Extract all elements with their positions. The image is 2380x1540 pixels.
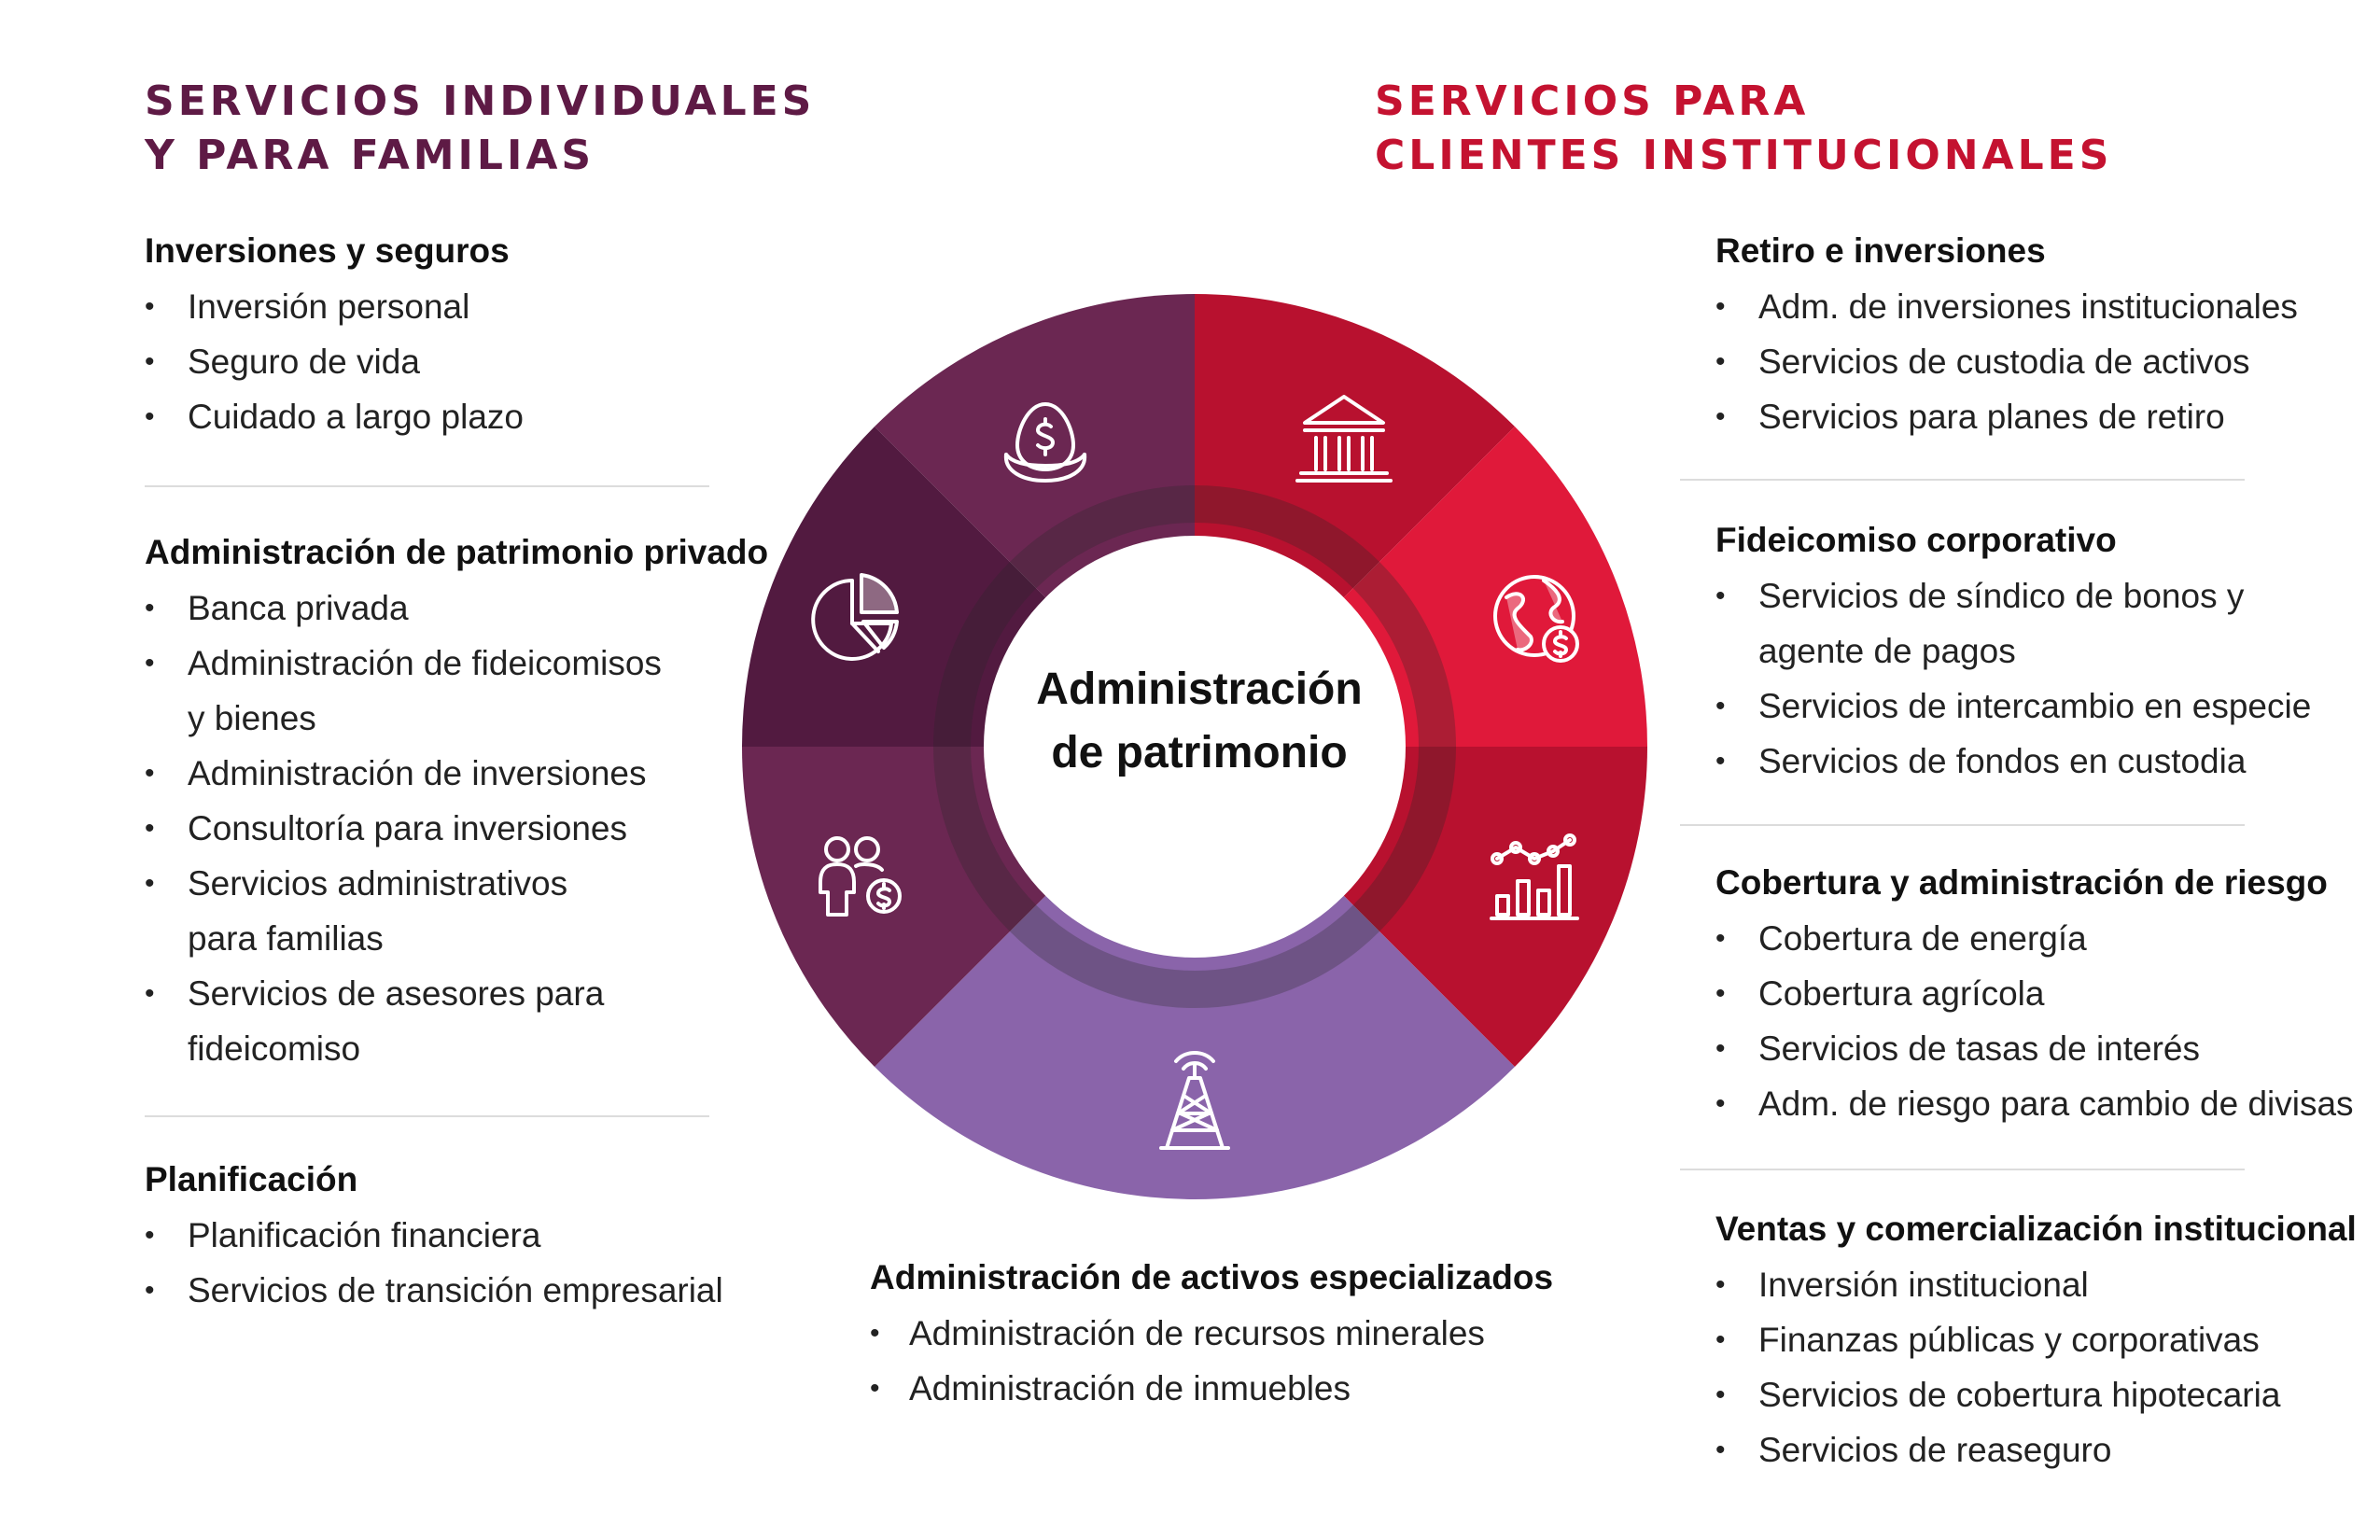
list-item: Administración de recursos minerales — [870, 1306, 1553, 1361]
pie-chart-icon — [811, 573, 899, 661]
nest-egg-dollar-icon — [1003, 402, 1087, 483]
service-list: Inversión personal Seguro de vida Cuidad… — [145, 279, 524, 444]
list-item-line: y bienes — [188, 699, 316, 737]
list-item: Banca privada — [145, 581, 768, 636]
section-institutional-sales: Ventas y comercialización institucional … — [1715, 1207, 2357, 1477]
section-heading: Cobertura y administración de riesgo — [1715, 863, 2328, 902]
oil-derrick-icon — [1159, 1051, 1230, 1150]
institutional-services-title: SERVICIOS PARA CLIENTES INSTITUCIONALES — [1375, 75, 2112, 183]
section-heading: Ventas y comercialización institucional — [1715, 1210, 2357, 1248]
list-item: Adm. de riesgo para cambio de divisas — [1715, 1076, 2354, 1131]
list-item: Cobertura de energía — [1715, 911, 2354, 966]
list-item: Servicios de fondos en custodia — [1715, 734, 2311, 789]
section-hedging-risk: Cobertura y administración de riesgo Cob… — [1715, 861, 2354, 1131]
list-item: Cobertura agrícola — [1715, 966, 2354, 1021]
list-item: Servicios de reaseguro — [1715, 1422, 2357, 1477]
section-heading: Planificación — [145, 1160, 358, 1198]
section-heading: Administración de activos especializados — [870, 1258, 1554, 1296]
list-item: Administración de inversiones — [145, 746, 768, 801]
list-item: Planificación financiera — [145, 1208, 723, 1263]
list-item-line: Servicios de síndico de bonos y — [1758, 577, 2245, 615]
title-line: Y PARA FAMILIAS — [145, 132, 595, 179]
divider — [1680, 479, 2245, 481]
section-private-wealth: Administración de patrimonio privado Ban… — [145, 530, 768, 1076]
list-item: Finanzas públicas y corporativas — [1715, 1312, 2357, 1367]
list-item: Servicios de tasas de interés — [1715, 1021, 2354, 1076]
section-heading: Administración de patrimonio privado — [145, 533, 769, 571]
list-item: Servicios de custodia de activos — [1715, 334, 2298, 389]
divider — [1680, 824, 2245, 826]
list-item: Servicios de transición empresarial — [145, 1263, 723, 1318]
wealth-wheel — [742, 294, 1647, 1199]
list-item: Adm. de inversiones institucionales — [1715, 279, 2298, 334]
center-label-line: de patrimonio — [1051, 728, 1348, 777]
title-line: SERVICIOS PARA — [1375, 77, 1810, 125]
list-item: Servicios para planes de retiro — [1715, 389, 2298, 444]
list-item-line: agente de pagos — [1758, 632, 2016, 670]
section-investments-insurance: Inversiones y seguros Inversión personal… — [145, 229, 524, 444]
list-item: Servicios de intercambio en especie — [1715, 679, 2311, 734]
service-list: Administración de recursos minerales Adm… — [870, 1306, 1553, 1416]
list-item: Administración de fideicomisos y bienes — [145, 636, 768, 746]
list-item-line: para familias — [188, 919, 384, 958]
list-item: Consultoría para inversiones — [145, 801, 768, 856]
inner-ring — [933, 485, 1456, 1008]
list-item-line: Administración de fideicomisos — [188, 644, 662, 682]
title-line: CLIENTES INSTITUCIONALES — [1375, 132, 2113, 179]
list-item: Cuidado a largo plazo — [145, 389, 524, 444]
section-planning: Planificación Planificación financiera S… — [145, 1157, 723, 1318]
list-item: Seguro de vida — [145, 334, 524, 389]
list-item-line: fideicomiso — [188, 1029, 361, 1068]
list-item: Inversión personal — [145, 279, 524, 334]
list-item: Administración de inmuebles — [870, 1361, 1553, 1416]
individual-services-title: SERVICIOS INDIVIDUALES Y PARA FAMILIAS — [145, 75, 815, 183]
divider — [145, 485, 709, 487]
list-item-line: Servicios administrativos — [188, 864, 568, 903]
list-item: Servicios administrativos para familias — [145, 856, 768, 966]
family-dollar-icon — [819, 836, 902, 917]
list-item-line: Servicios de asesores para — [188, 974, 605, 1013]
list-item: Servicios de cobertura hipotecaria — [1715, 1367, 2357, 1422]
section-heading: Fideicomiso corporativo — [1715, 521, 2117, 559]
list-item: Inversión institucional — [1715, 1257, 2357, 1312]
section-retirement-investments: Retiro e inversiones Adm. de inversiones… — [1715, 229, 2298, 444]
section-heading: Inversiones y seguros — [145, 231, 510, 270]
title-line: SERVICIOS INDIVIDUALES — [145, 77, 816, 125]
divider — [1680, 1169, 2245, 1170]
divider — [145, 1115, 709, 1117]
list-item: Servicios de síndico de bonos y agente d… — [1715, 568, 2311, 679]
section-specialized-assets: Administración de activos especializados… — [870, 1255, 1553, 1416]
section-corporate-trust: Fideicomiso corporativo Servicios de sín… — [1715, 518, 2311, 789]
bank-building-icon — [1295, 395, 1393, 483]
service-list: Inversión institucional Finanzas pública… — [1715, 1257, 2357, 1477]
growth-chart-icon — [1490, 833, 1579, 920]
service-list: Banca privada Administración de fideicom… — [145, 581, 768, 1076]
center-label-line: Administración — [1036, 665, 1363, 714]
service-list: Planificación financiera Servicios de tr… — [145, 1208, 723, 1318]
list-item: Servicios de asesores para fideicomiso — [145, 966, 768, 1076]
globe-dollar-icon — [1493, 575, 1579, 663]
center-label: Administración de patrimonio — [980, 658, 1419, 785]
center-circle — [984, 536, 1406, 958]
service-list: Servicios de síndico de bonos y agente d… — [1715, 568, 2311, 789]
service-list: Adm. de inversiones institucionales Serv… — [1715, 279, 2298, 444]
service-list: Cobertura de energía Cobertura agrícola … — [1715, 911, 2354, 1131]
wheel-segment-oil-derrick — [875, 747, 1515, 1199]
section-heading: Retiro e inversiones — [1715, 231, 2046, 270]
